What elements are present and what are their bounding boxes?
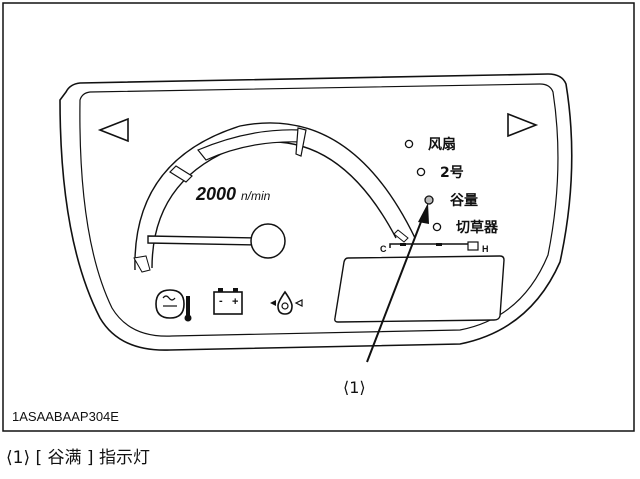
svg-text:+: + [232,296,238,308]
battery-charge-icon: - + [213,288,243,315]
tach-end-tick-right [393,229,409,243]
rpm-value: 2000 [195,184,236,204]
panel-inner-outline [79,83,559,337]
indicator-fan: 风扇 [404,136,456,153]
tach-marker-high [295,127,307,157]
figure-caption: ⟨1⟩ [ 谷满 ] 指示灯 [6,448,150,468]
indicator-2: 2号 [416,165,464,181]
figure-code: 1ASAABAAP304E [12,409,119,424]
right-turn-arrow-icon [507,112,539,138]
indicator-cutter-label: 切草器 [456,219,499,236]
lcd-display [334,255,505,323]
indicator-grain-level: 谷量 [424,193,478,209]
callout-arrow [366,203,429,363]
callout-label: ⟨1⟩ [343,378,366,397]
fuel-low-label: C [380,244,387,254]
left-turn-arrow-icon [97,117,129,143]
figure-frame [2,2,635,432]
tachometer: 2000 n/min [133,122,416,273]
panel-outer-outline [59,73,573,351]
indicator-cutter: 切草器 [432,219,499,236]
tach-marker-low [169,165,193,183]
tach-end-tick [133,255,151,273]
indicator-fan-label: 风扇 [428,136,456,153]
tach-needle [147,235,261,246]
tach-hub [250,223,286,259]
engine-oil-pressure-icon [270,290,303,315]
fuel-gauge: C H [380,241,489,254]
fuel-high-label: H [482,244,489,254]
svg-text:-: - [219,295,223,307]
rpm-unit: n/min [241,189,271,203]
indicator-2-label: 2号 [440,165,464,181]
coolant-temperature-icon [155,289,192,322]
tach-outer-arc [134,122,416,271]
indicator-grain-level-label: 谷量 [450,193,478,209]
